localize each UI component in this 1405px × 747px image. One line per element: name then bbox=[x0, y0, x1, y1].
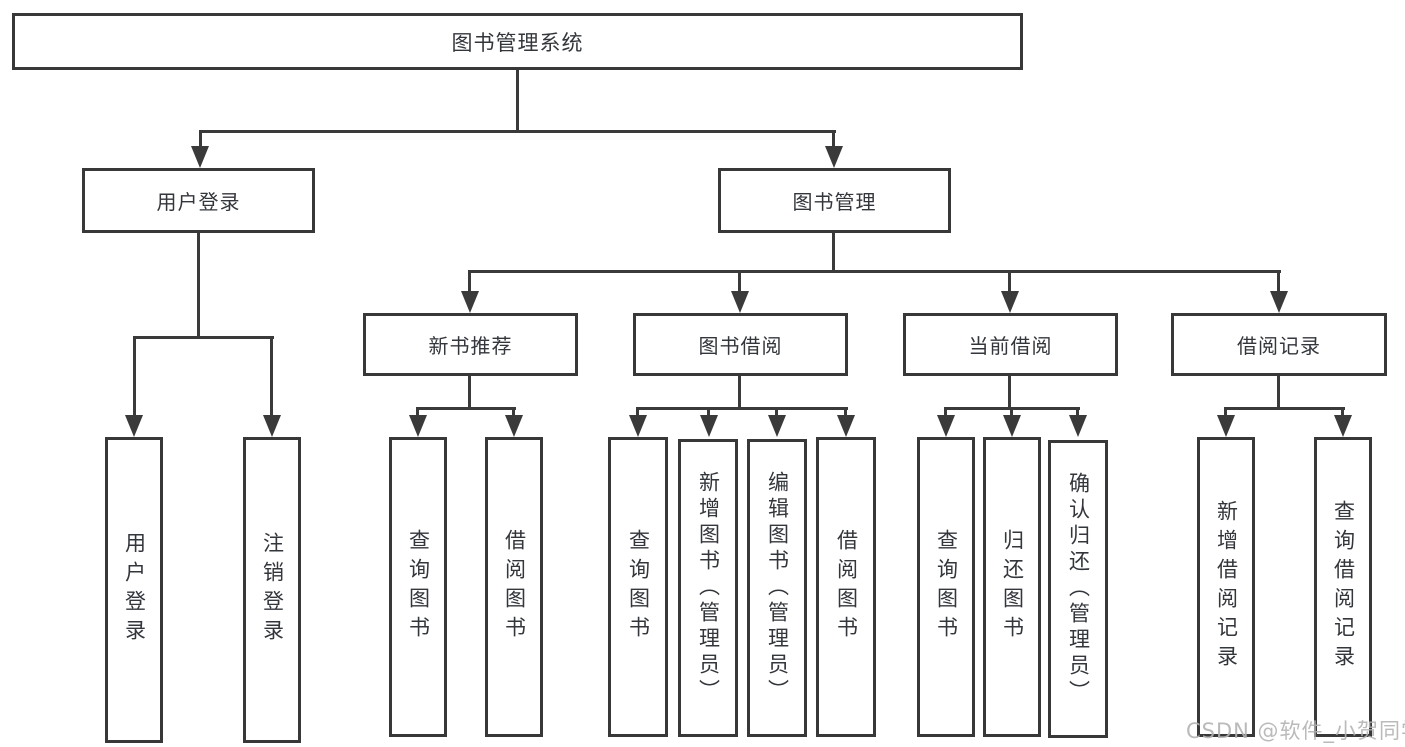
node-book-management: 图书管理 bbox=[718, 168, 951, 233]
connector-drop-add-borrow-record bbox=[1224, 407, 1227, 419]
node-current-borrow: 当前借阅 bbox=[903, 313, 1118, 376]
connector-drop-query-books-2 bbox=[636, 407, 639, 419]
node-root: 图书管理系统 bbox=[12, 13, 1023, 70]
arrow-down-icon bbox=[937, 415, 955, 437]
connector-borrow-records-stub bbox=[1277, 376, 1280, 407]
leaf-confirm-return-admin-label: 确认归还（管理员） bbox=[1066, 472, 1091, 706]
leaf-query-books-1: 查询图书 bbox=[389, 437, 447, 737]
leaf-query-books-2: 查询图书 bbox=[608, 437, 668, 737]
connector-user-login-hline bbox=[133, 336, 274, 339]
node-book-borrow-label: 图书借阅 bbox=[698, 334, 783, 358]
connector-drop-book-borrow bbox=[738, 270, 741, 295]
arrow-down-icon bbox=[629, 415, 647, 437]
arrow-down-icon bbox=[1270, 291, 1288, 313]
leaf-query-borrow-record: 查询借阅记录 bbox=[1314, 437, 1372, 737]
connector-drop-borrow-books-1 bbox=[512, 407, 515, 419]
node-new-book-recommend: 新书推荐 bbox=[363, 313, 578, 376]
connector-drop-borrow-records bbox=[1277, 270, 1280, 295]
arrow-down-icon bbox=[731, 291, 749, 313]
leaf-return-book-label: 归还图书 bbox=[1000, 529, 1025, 645]
node-current-borrow-label: 当前借阅 bbox=[968, 334, 1053, 358]
connector-drop-edit-book bbox=[775, 407, 778, 419]
arrow-down-icon bbox=[1001, 291, 1019, 313]
connector-borrow-records-hline bbox=[1225, 407, 1345, 410]
leaf-logout: 注销登录 bbox=[243, 437, 301, 743]
leaf-query-books-2-label: 查询图书 bbox=[626, 529, 651, 645]
connector-drop-leaf-logout bbox=[270, 336, 273, 419]
connector-root-hline bbox=[199, 130, 836, 133]
connector-drop-book-management bbox=[832, 130, 835, 150]
leaf-edit-book-admin-label: 编辑图书（管理员） bbox=[765, 471, 790, 705]
leaf-query-books-1-label: 查询图书 bbox=[406, 529, 431, 645]
arrow-down-icon bbox=[1003, 415, 1021, 437]
leaf-borrow-books-1-label: 借阅图书 bbox=[502, 529, 527, 645]
leaf-query-borrow-record-label: 查询借阅记录 bbox=[1331, 500, 1356, 674]
connector-book-borrow-stub bbox=[738, 376, 741, 407]
leaf-borrow-books-1: 借阅图书 bbox=[485, 437, 543, 737]
node-new-book-recommend-label: 新书推荐 bbox=[428, 334, 513, 358]
connector-book-borrow-hline bbox=[637, 407, 848, 410]
connector-drop-borrow-books-2 bbox=[844, 407, 847, 419]
node-user-login-label: 用户登录 bbox=[156, 190, 241, 214]
leaf-logout-label: 注销登录 bbox=[260, 532, 285, 648]
leaf-query-books-3: 查询图书 bbox=[917, 437, 975, 737]
arrow-down-icon bbox=[461, 291, 479, 313]
connector-drop-current-borrow bbox=[1008, 270, 1011, 295]
node-borrow-records: 借阅记录 bbox=[1171, 313, 1387, 376]
leaf-add-book-admin-label: 新增图书（管理员） bbox=[696, 471, 721, 705]
connector-book-management-hline bbox=[469, 270, 1281, 273]
leaf-return-book: 归还图书 bbox=[983, 437, 1041, 737]
leaf-edit-book-admin: 编辑图书（管理员） bbox=[747, 439, 807, 737]
connector-drop-return-book bbox=[1010, 407, 1013, 419]
connector-user-login-stub bbox=[197, 233, 200, 336]
arrow-down-icon bbox=[1217, 415, 1235, 437]
arrow-down-icon bbox=[505, 415, 523, 437]
arrow-down-icon bbox=[1069, 415, 1087, 437]
leaf-borrow-books-2-label: 借阅图书 bbox=[834, 529, 859, 645]
connector-drop-new-book-recommend bbox=[468, 270, 471, 295]
connector-new-book-recommend-hline bbox=[417, 407, 516, 410]
node-book-management-label: 图书管理 bbox=[792, 190, 877, 214]
arrow-down-icon bbox=[825, 146, 843, 168]
arrow-down-icon bbox=[191, 146, 209, 168]
node-book-borrow: 图书借阅 bbox=[633, 313, 848, 376]
node-root-label: 图书管理系统 bbox=[451, 30, 584, 55]
leaf-query-books-3-label: 查询图书 bbox=[934, 529, 959, 645]
arrow-down-icon bbox=[700, 415, 718, 437]
leaf-add-borrow-record-label: 新增借阅记录 bbox=[1214, 500, 1239, 674]
watermark: CSDN @软件_小贺同学 bbox=[1186, 719, 1405, 743]
connector-drop-add-book bbox=[707, 407, 710, 419]
connector-current-borrow-stub bbox=[1008, 376, 1011, 407]
leaf-user-login: 用户登录 bbox=[105, 437, 163, 743]
connector-drop-confirm-return bbox=[1076, 407, 1079, 419]
connector-drop-query-borrow-record bbox=[1341, 407, 1344, 419]
node-user-login: 用户登录 bbox=[82, 168, 315, 233]
arrow-down-icon bbox=[1334, 415, 1352, 437]
leaf-borrow-books-2: 借阅图书 bbox=[816, 437, 876, 737]
arrow-down-icon bbox=[263, 415, 281, 437]
arrow-down-icon bbox=[768, 415, 786, 437]
connector-root-stub bbox=[516, 70, 519, 130]
connector-drop-query-books-3 bbox=[944, 407, 947, 419]
arrow-down-icon bbox=[409, 415, 427, 437]
leaf-confirm-return-admin: 确认归还（管理员） bbox=[1048, 440, 1108, 738]
leaf-add-borrow-record: 新增借阅记录 bbox=[1197, 437, 1255, 737]
leaf-add-book-admin: 新增图书（管理员） bbox=[678, 439, 738, 737]
node-borrow-records-label: 借阅记录 bbox=[1237, 334, 1321, 358]
leaf-user-login-label: 用户登录 bbox=[122, 532, 147, 648]
connector-new-book-recommend-stub bbox=[468, 376, 471, 407]
connector-drop-user-login bbox=[199, 130, 202, 150]
connector-drop-leaf-user-login bbox=[133, 336, 136, 419]
connector-drop-query-books-1 bbox=[416, 407, 419, 419]
arrow-down-icon bbox=[837, 415, 855, 437]
arrow-down-icon bbox=[125, 415, 143, 437]
connector-book-management-stub bbox=[832, 233, 835, 270]
